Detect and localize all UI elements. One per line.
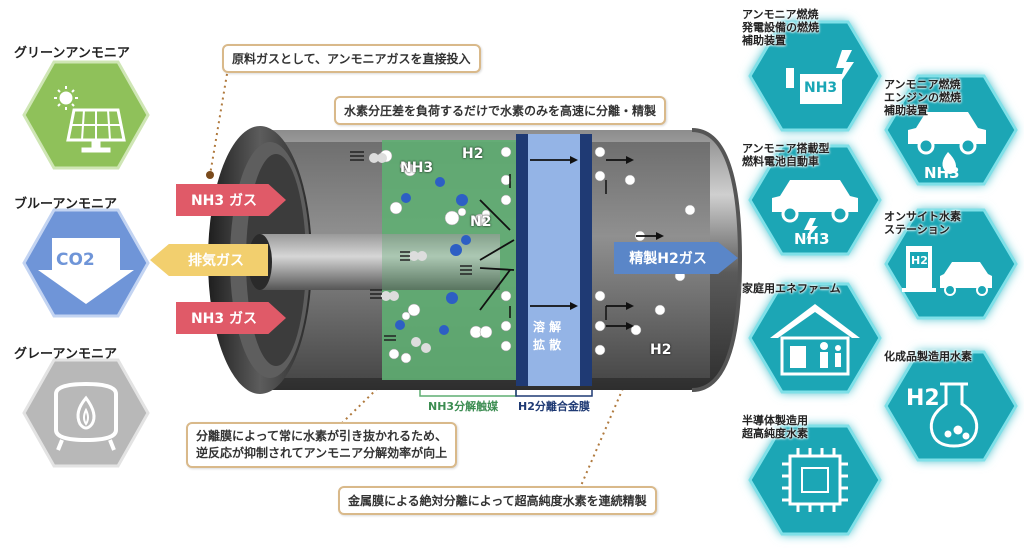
nh3-label: NH3 [400,160,434,176]
app-label-fuel-cell-car: アンモニア搭載型 燃料電池自動車 [742,142,830,168]
power-plant-nh3-text: NH3 [804,80,838,96]
app-label-chip: 半導体製造用 超高純度水素 [742,414,808,440]
purified-h2-arrow: 精製H2ガス [614,242,738,274]
membrane-text-1: 溶 解 [533,320,562,334]
power-plant-icon [786,50,854,104]
hydrogen-station-icon [902,246,992,296]
hex-flask [884,350,1018,462]
nh3-inlet-bottom-arrow: NH3 ガス [176,302,286,334]
fuel-cell-nh3-text: NH3 [794,230,830,248]
h2-label: H2 [462,146,484,162]
membrane-edge-right [580,134,592,386]
source-label-gray: グレーアンモニア [14,347,117,362]
flame-furnace-icon [54,381,118,451]
flask-h2-text: H2 [906,386,940,411]
exhaust-arrow: 排気ガス [150,244,268,276]
purified-h2-label: 精製H2ガス [629,251,707,267]
separation-membrane [528,134,580,386]
engine-nh3-text: NH3 [924,164,960,182]
app-label-house: 家庭用エネファーム [742,282,841,295]
h2-out-label: H2 [650,342,672,358]
car-engine-icon [908,112,986,174]
app-label-flask: 化成品製造用水素 [884,350,972,363]
app-label-h2-station: オンサイト水素 ステーション [884,210,961,236]
n2-label: N2 [470,214,492,230]
co2-text: CO2 [56,250,95,270]
co2-arrow-icon [38,238,134,304]
catalyst-label: NH3分解触媒 [428,400,499,413]
callout-feed: 原料ガスとして、アンモニアガスを直接投入 [222,44,481,73]
callout-separation: 水素分圧差を負荷するだけで水素のみを高速に分離・精製 [334,96,667,125]
exhaust-label: 排気ガス [188,253,244,269]
house-icon [770,304,860,376]
green-ammonia-hex [22,60,150,170]
gray-ammonia-hex [22,358,150,468]
callout-equilibrium-line2: 逆反応が抑制されてアンモニア分解効率が向上 [196,446,448,460]
solar-panel-icon [54,86,126,153]
nh3-inlet-top-arrow: NH3 ガス [176,184,286,216]
hex-chip [748,424,882,536]
source-label-blue: ブルーアンモニア [14,197,117,212]
callout-equilibrium: 分離膜によって常に水素が引き抜かれるため、 逆反応が抑制されてアンモニア分解効率… [186,422,458,468]
callout-purity: 金属膜による絶対分離によって超高純度水素を連続精製 [338,486,657,515]
fuel-cell-car-icon [772,180,858,240]
molecules [369,146,696,364]
blue-ammonia-hex [22,208,150,318]
membrane-label: H2分離合金膜 [518,400,590,413]
app-label-power-plant: アンモニア燃焼 発電設備の燃焼 補助装置 [742,8,819,47]
chip-icon [782,448,848,512]
nh3-inlet-bottom-label: NH3 ガス [190,311,258,327]
callout-equilibrium-line1: 分離膜によって常に水素が引き抜かれるため、 [196,429,448,443]
source-label-green: グリーンアンモニア [14,46,130,61]
nh3-inlet-top-label: NH3 ガス [190,193,258,209]
membrane-edge-left [516,134,528,386]
membrane-text-2: 拡 散 [533,338,562,352]
membrane-reactor [208,126,743,394]
station-h2-text: H2 [911,254,928,267]
flask-icon [929,382,979,448]
app-label-engine: アンモニア燃焼 エンジンの燃焼 補助装置 [884,78,961,117]
